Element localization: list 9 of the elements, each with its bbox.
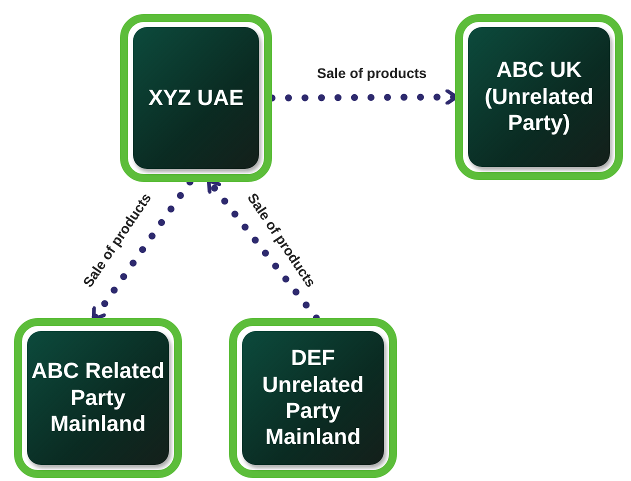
node-frame [120,14,272,182]
node-label: XYZ UAE [148,84,244,112]
node-label: ABC Related Party Mainland [30,358,166,438]
edge-label: Sale of products [315,65,429,81]
node-frame [229,318,397,478]
node-label: DEF Unrelated Party Mainland [261,345,365,451]
node-frame [14,318,182,478]
node-frame [455,14,623,180]
node-label: ABC UK (Unrelated Party) [484,57,594,137]
